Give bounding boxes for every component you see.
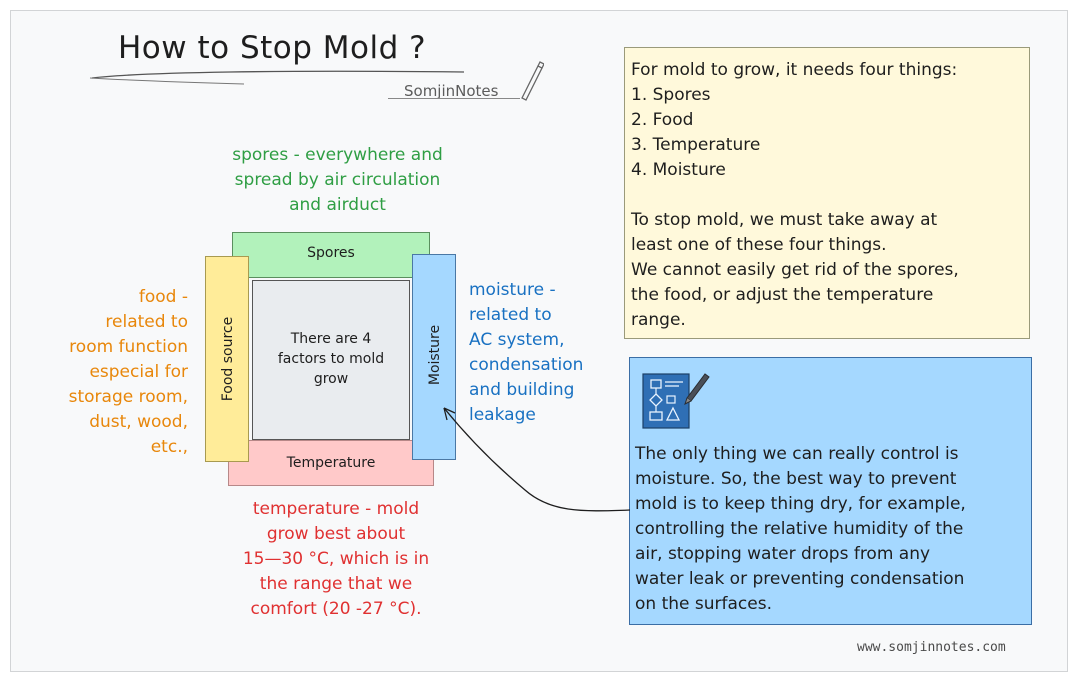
- moisture-label: Moisture: [427, 324, 443, 386]
- food-caption: food - related to room function especial…: [68, 287, 188, 457]
- pencil-icon: [521, 61, 544, 101]
- moisture-factor-bar: Moisture: [412, 254, 456, 460]
- temperature-label: Temperature: [286, 455, 376, 471]
- control-text: The only thing we can really control is …: [635, 444, 966, 614]
- spores-label: Spores: [307, 245, 355, 261]
- spores-factor-bar: Spores: [232, 232, 430, 278]
- requirements-note: For mold to grow, it needs four things: …: [624, 47, 1030, 339]
- control-note: The only thing we can really control is …: [629, 357, 1032, 625]
- temperature-caption: temperature - mold grow best about 15—30…: [242, 499, 430, 619]
- brand-signature: SomjinNotes: [404, 82, 499, 100]
- brand-underline: [388, 98, 520, 99]
- document-flowchart-icon: [642, 373, 710, 429]
- title-underline-icon: [89, 70, 465, 85]
- center-factors-box: There are 4 factors to mold grow: [252, 280, 410, 440]
- food-source-label: Food source: [220, 316, 236, 402]
- moisture-caption: moisture - related to AC system, condens…: [469, 280, 584, 425]
- requirements-text: For mold to grow, it needs four things: …: [631, 60, 959, 330]
- page-title: How to Stop Mold ?: [118, 30, 427, 66]
- website-url: www.somjinnotes.com: [857, 640, 1006, 655]
- center-text: There are 4 factors to mold grow: [277, 331, 385, 387]
- food-source-factor-bar: Food source: [205, 256, 249, 462]
- temperature-factor-bar: Temperature: [228, 440, 434, 486]
- spores-caption: spores - everywhere and spread by air ci…: [232, 145, 443, 215]
